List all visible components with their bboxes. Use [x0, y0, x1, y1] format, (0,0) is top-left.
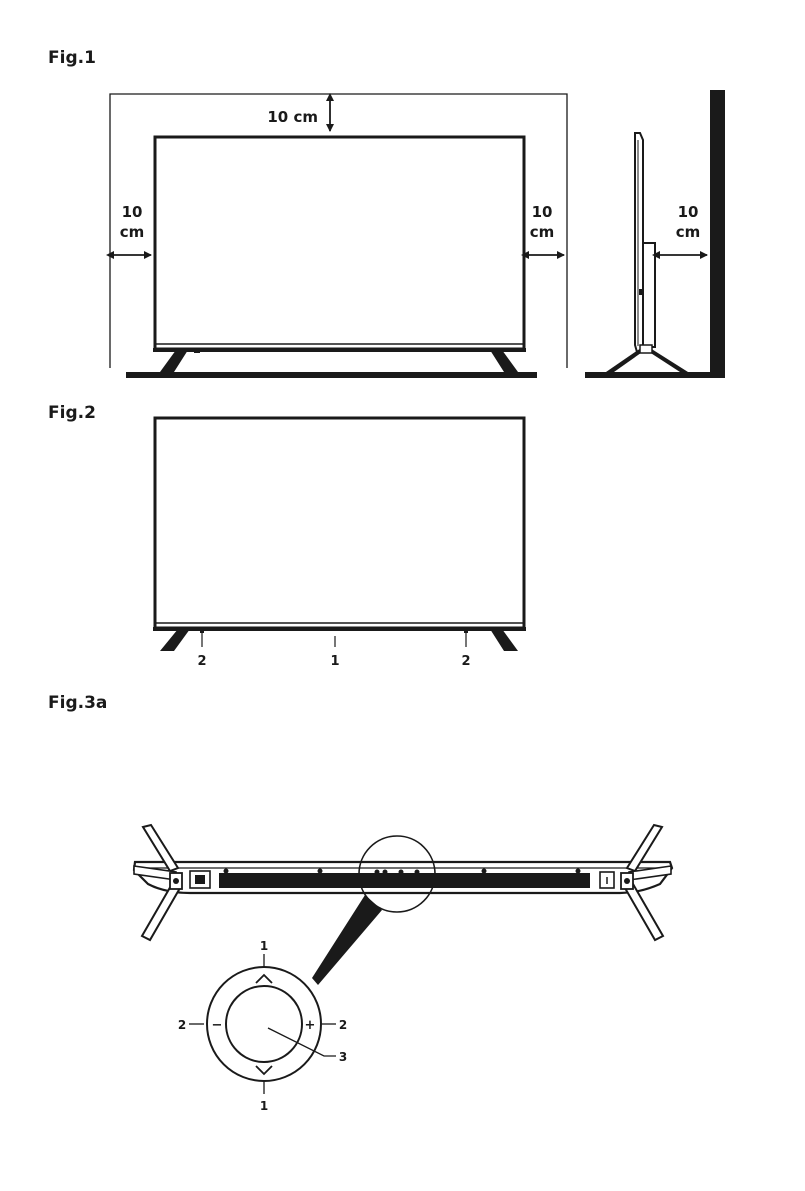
right-clearance-unit: cm: [530, 223, 555, 241]
tv-foot-right: [490, 350, 518, 372]
tv-foot-left: [160, 629, 190, 651]
fig2-title: Fig.2: [48, 403, 96, 423]
left-clearance-value: 10: [122, 203, 143, 221]
callout-2-right: 2: [461, 654, 470, 669]
speaker-grille: [219, 873, 590, 888]
callout-2-left: 2: [197, 654, 206, 669]
figure-2: Fig.2 1 2 2: [48, 403, 526, 669]
side-clearance-value: 10: [678, 203, 699, 221]
side-clearance-unit: cm: [676, 223, 701, 241]
left-clearance-unit: cm: [120, 223, 145, 241]
label-center: 3: [339, 1050, 347, 1064]
plus-icon: +: [305, 1018, 316, 1033]
figure-1: Fig.1 10 cm 10 cm 10 cm: [48, 48, 725, 378]
control-joystick: − +: [207, 967, 321, 1081]
tv-front-fig2: [153, 418, 526, 651]
tv-side-view: [585, 90, 725, 378]
tv-front-fig1: [153, 137, 526, 372]
tv-foot-left: [160, 350, 188, 372]
label-left: 2: [178, 1018, 186, 1032]
floor-front: [126, 372, 537, 378]
figure-3a: Fig.3a: [48, 693, 672, 1113]
top-clearance-label: 10 cm: [267, 108, 318, 126]
label-up: 1: [260, 939, 268, 953]
zoom-connector: [312, 895, 382, 985]
floor-side: [585, 372, 725, 378]
tv-foot-right: [490, 629, 518, 651]
fig3a-title: Fig.3a: [48, 693, 107, 713]
tv-bottom-view: [134, 825, 672, 940]
label-right: 2: [339, 1018, 347, 1032]
minus-icon: −: [212, 1018, 223, 1033]
right-clearance-value: 10: [532, 203, 553, 221]
fig1-title: Fig.1: [48, 48, 96, 68]
callout-1: 1: [330, 654, 339, 669]
label-down: 1: [260, 1099, 268, 1113]
wall: [710, 90, 725, 377]
